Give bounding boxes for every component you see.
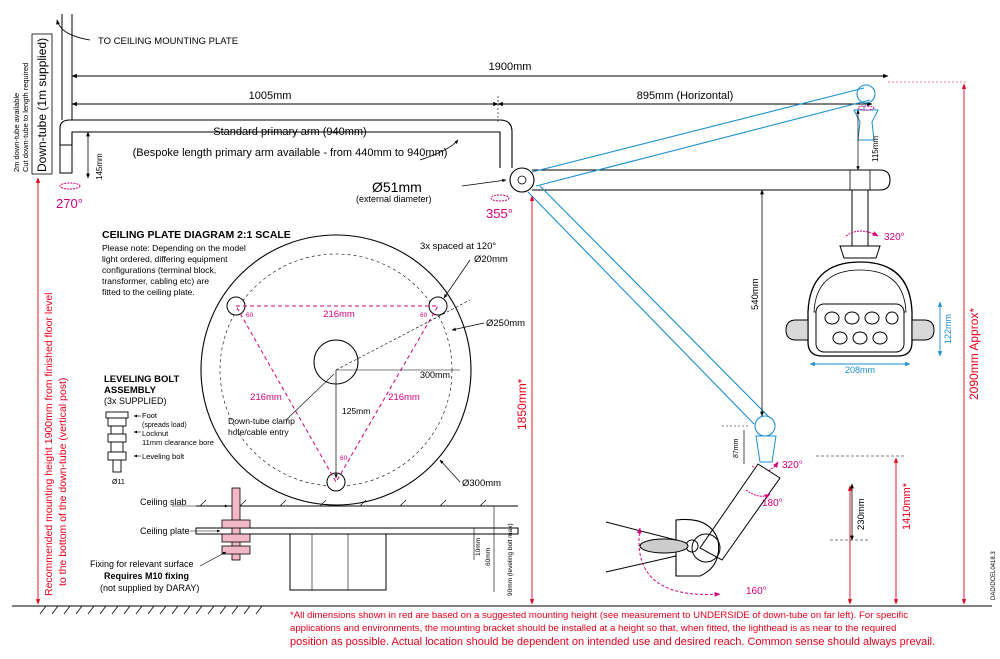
to-ceiling-plate-label: TO CEILING MOUNTING PLATE (98, 36, 238, 47)
rot-270-label: 270° (56, 196, 83, 211)
fixing-3: (not supplied by DARAY) (100, 583, 199, 593)
side-216-right: 216mm (388, 392, 420, 403)
blue-lower-arm: 87mm 320° (527, 185, 803, 472)
plate-note-1: Please note: Depending on the model (102, 243, 246, 253)
dim-1005: 1005mm (71, 90, 499, 107)
height-1410: 1410mm* 230mm (816, 455, 913, 605)
angle-60-a: 60 (246, 312, 254, 319)
bolt-hole-right (428, 296, 448, 316)
plate-title: CEILING PLATE DIAGRAM 2:1 SCALE (102, 229, 291, 241)
dim-540-label: 540mm (750, 278, 761, 310)
dia-300: Ø300mm (462, 478, 501, 489)
side-code: DAD/DCEL0418.3 (991, 551, 997, 600)
height-1410-label: 1410mm* (901, 482, 913, 530)
downtube-main-label: Down-tube (1m supplied) (35, 38, 49, 172)
bolt-title-2: ASSEMBLY (104, 385, 157, 396)
head-height-label: 122mm (943, 314, 953, 344)
dim-max-label: 90mm (leveling bolt max) (507, 523, 514, 596)
dim-1900: 1900mm (71, 61, 889, 79)
bolt-leveling: Leveling bolt (142, 452, 185, 461)
tube-diameter-note: (external diameter) (356, 194, 432, 204)
downtube-label: Down-tube (1m supplied) 2m down-tube ava… (12, 33, 53, 175)
plate-note-4: transformer, cabling etc) are (102, 276, 209, 286)
angle-60-b: 60 (420, 312, 428, 319)
dim-10-label: 10mm (475, 538, 482, 556)
plate-dia-300: 300mm (420, 370, 450, 380)
primary-arm: 145mm Standard primary arm (940mm) (Besp… (59, 119, 513, 180)
side-216-left: 216mm (250, 392, 282, 403)
leveling-bolt: LEVELING BOLT ASSEMBLY (3x SUPPLIED) Foo… (104, 374, 214, 486)
fixing-1: Fixing for relevant surface (90, 559, 194, 569)
dim-895: 895mm (Horizontal) (497, 90, 873, 122)
height-1850: 1850mm* (515, 195, 535, 605)
bolt-title-1: LEVELING BOLT (104, 374, 179, 385)
drop-145-label: 145mm (95, 153, 104, 180)
plate-outline (200, 234, 472, 506)
ceiling-section: Ceiling slab Ceiling plate Fixing for re… (90, 487, 519, 596)
rot-355-label: 355° (486, 206, 513, 221)
dim-1005-label: 1005mm (249, 90, 292, 102)
fixing-2: Requires M10 fixing (104, 571, 189, 581)
dim-895-label: 895mm (Horizontal) (637, 90, 734, 102)
rot-320-low-label: 320° (782, 460, 803, 471)
plate-note-3: configurations (terminal block, (102, 265, 216, 275)
vertical-note-line1: Recommended mounting height 1900mm from … (43, 293, 55, 597)
drop-115-label: 115mm (871, 136, 880, 162)
plate-note-5: fitted to the ceiling plate. (102, 287, 195, 297)
extension-arm (532, 169, 891, 191)
arm-joint: 355° Ø51mm (external diameter) (356, 167, 535, 221)
height-2090: 2090mm Approx* (888, 81, 981, 605)
primary-arm-label: Standard primary arm (940mm) (213, 126, 366, 138)
bolt-dia-11: Ø11 (112, 479, 125, 486)
footnote: *All dimensions shown in red are based o… (290, 610, 935, 648)
dia-250: Ø250mm (486, 318, 525, 329)
bolt-bore: 11mm clearance bore (142, 438, 214, 447)
rotation-270: 270° (56, 182, 83, 211)
bolt-qty: (3x SUPPLIED) (104, 396, 167, 406)
angle-60-c: 60 (340, 455, 348, 462)
head-width-label: 208mm (845, 365, 875, 375)
holes-note: 3x spaced at 120° (420, 241, 496, 252)
bolt-foot: Foot (142, 411, 158, 420)
ceiling-plate-diagram: CEILING PLATE DIAGRAM 2:1 SCALE Please n… (102, 229, 525, 506)
footnote-line1: *All dimensions shown in red are based o… (290, 610, 908, 621)
lower-lighthead: 180° 160° (605, 463, 783, 597)
drop-87-label: 87mm (733, 438, 740, 458)
footnote-line2: applications and environments, the mount… (290, 623, 896, 634)
dim-540: 540mm (750, 189, 764, 417)
blue-upper-arm: 115mm (531, 84, 880, 187)
hole-dia: Ø20mm (474, 254, 508, 265)
rot-160-label: 160° (746, 586, 767, 597)
upper-lighthead: 320° 208mm 122mm (785, 189, 953, 375)
vertical-note-line2: to the bottom of the down-tube (vertical… (57, 378, 69, 586)
bolt-locknut: Locknut (142, 429, 169, 438)
dim-1900-label: 1900mm (489, 61, 532, 73)
ceiling-plate-label: Ceiling plate (140, 526, 190, 536)
center-label-2: hole/cable entry (228, 427, 289, 437)
bespoke-arm-label: (Bespoke length primary arm available - … (133, 147, 448, 159)
side-216-top: 216mm (323, 309, 355, 320)
downtube-sub2: Cut down-tube to length required (21, 63, 30, 172)
center-label-1: Down-tube clamp (228, 416, 295, 426)
drop-230-label: 230mm (856, 498, 867, 530)
height-1850-label: 1850mm* (515, 378, 529, 430)
plate-note-2: light ordered, differing equipment (102, 254, 228, 264)
ceiling-slab-label: Ceiling slab (140, 497, 187, 507)
footnote-line3: position as possible. Actual location sh… (290, 636, 935, 648)
height-2090-label: 2090mm Approx* (967, 308, 981, 400)
downtube-sub1: 2m down-tube available (12, 93, 21, 172)
rot-320-top-label: 320° (884, 232, 905, 243)
vertical-note: Recommended mounting height 1900mm from … (43, 293, 69, 597)
floor-line (12, 605, 992, 615)
rot-180-label: 180° (762, 498, 783, 509)
dim-60-label: 60mm (485, 548, 492, 566)
radius-125-label: 125mm (342, 406, 370, 416)
bolt-foot-note: (spreads load) (142, 422, 187, 429)
tube-diameter-label: Ø51mm (372, 179, 422, 195)
